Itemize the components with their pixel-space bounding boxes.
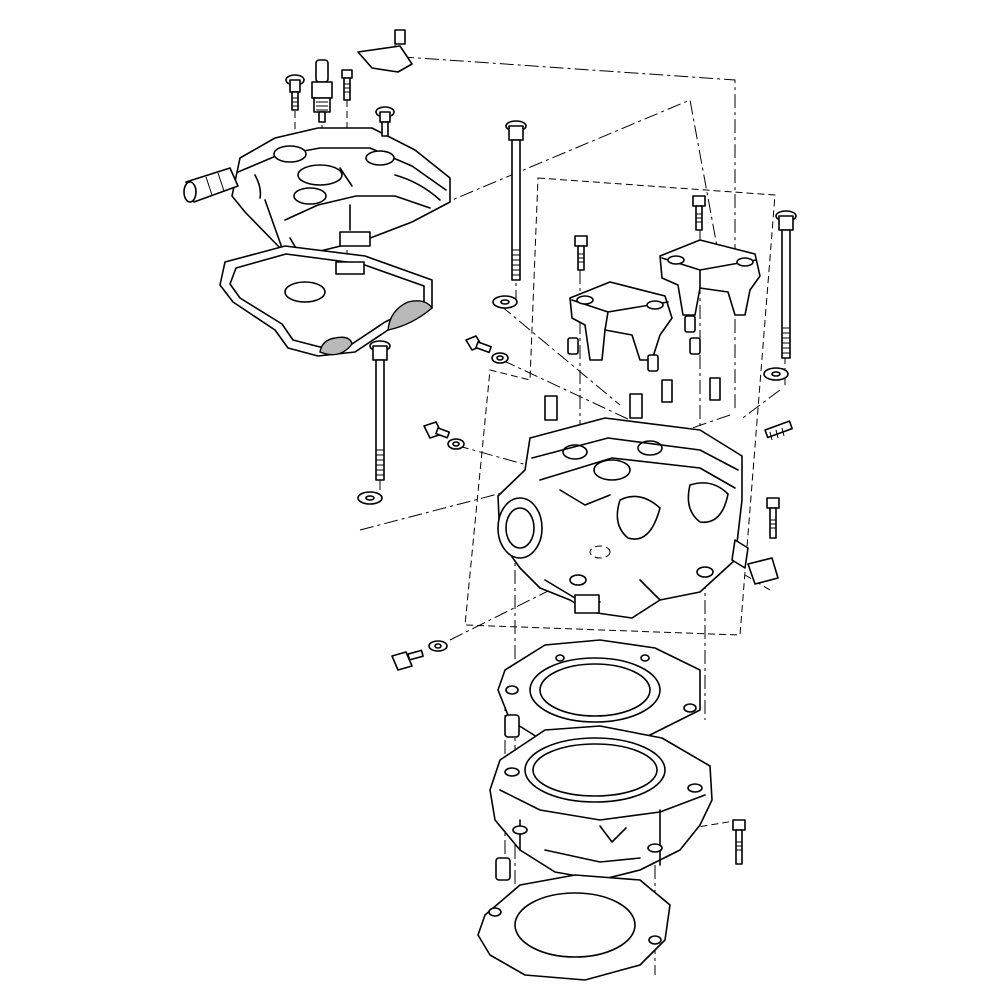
breather-hose-fitting xyxy=(183,167,239,203)
head-gasket xyxy=(497,639,701,749)
stud-bolt-right-rear xyxy=(775,210,797,359)
stud-bolt-left-front xyxy=(505,120,527,281)
cover-bolt-right xyxy=(375,106,395,137)
bracket-clip xyxy=(357,29,413,73)
washer-right-rear xyxy=(763,367,789,381)
dowel-pin-lower xyxy=(495,857,511,881)
camshaft-cap-left xyxy=(569,281,673,361)
flange-bolt-lower xyxy=(391,640,448,671)
spark-plug xyxy=(311,59,333,123)
flange-bolt-upper xyxy=(465,335,509,364)
flange-bolt-right xyxy=(766,497,780,539)
dowel-pins-caps xyxy=(567,315,701,372)
flange-bolt-cylinder xyxy=(732,819,746,865)
cap-bolt-right xyxy=(692,195,706,231)
cylinder xyxy=(489,725,713,881)
washer-left-rear xyxy=(357,491,383,505)
flange-bolt-middle xyxy=(423,421,465,450)
valve-cover-gasket xyxy=(219,245,433,357)
cover-bolt-middle xyxy=(341,69,353,101)
cylinder-head-outline-box xyxy=(464,177,776,636)
cover-bolt-left xyxy=(285,74,305,111)
washer-left-front xyxy=(492,295,518,309)
valve-cover xyxy=(231,127,451,257)
base-gasket xyxy=(477,874,671,981)
cap-bolt-left xyxy=(574,235,588,271)
cylinder-head xyxy=(497,377,749,619)
stud-bolt-left-rear xyxy=(369,340,391,481)
bracket-right xyxy=(747,557,779,585)
camshaft-cap-right xyxy=(659,239,761,316)
stud-side xyxy=(764,420,793,441)
dowel-pin-upper xyxy=(504,714,520,738)
